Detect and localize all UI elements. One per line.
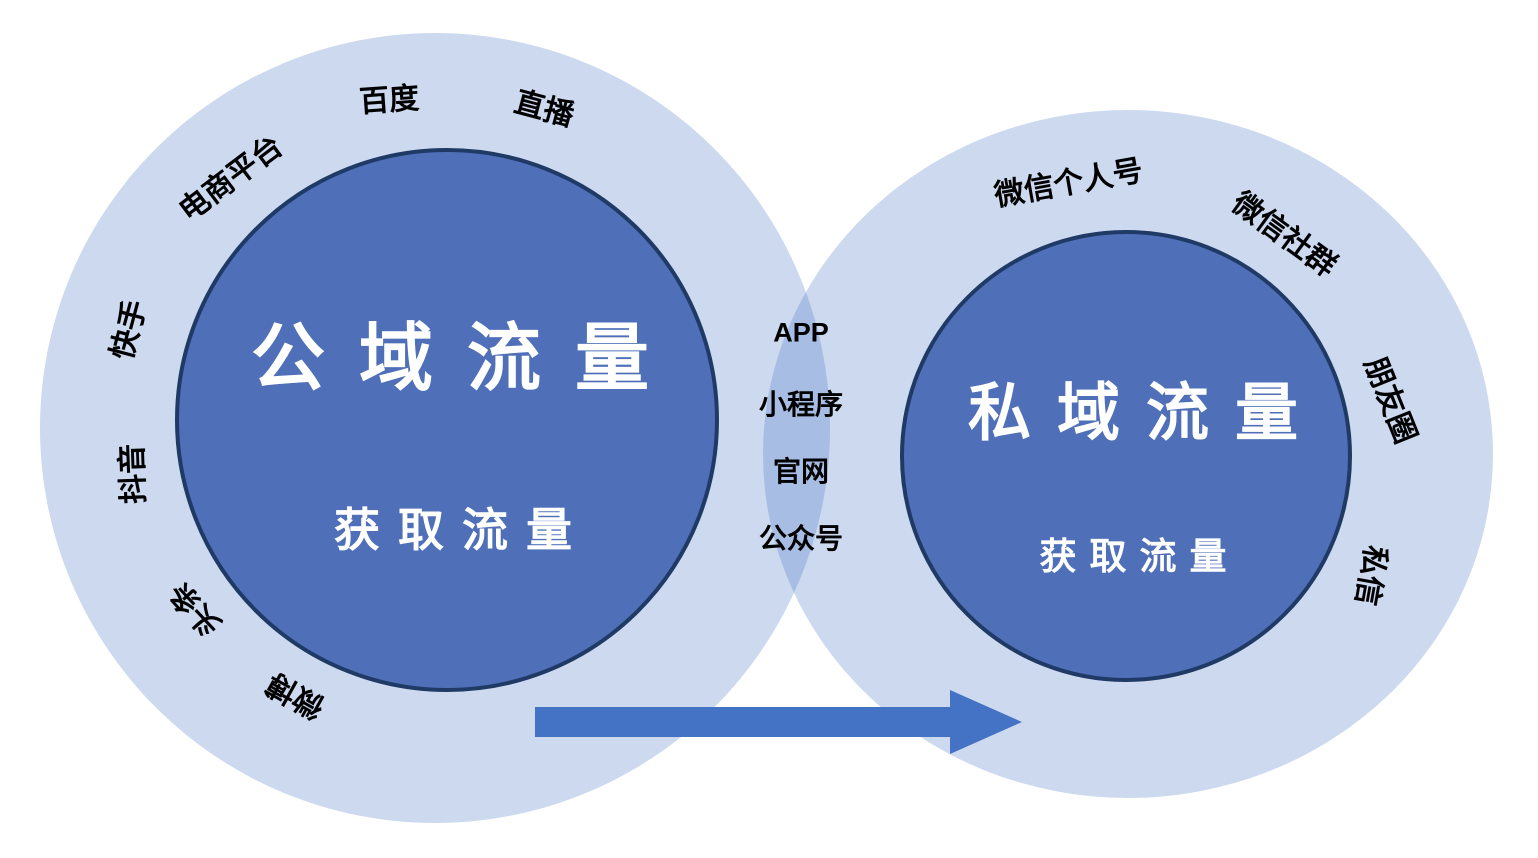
public-traffic-inner-circle: [175, 148, 719, 692]
overlap-label-website: 官网: [772, 456, 830, 487]
private-traffic-title: 私域流量: [968, 378, 1324, 449]
overlap-label-miniprogram: 小程序: [758, 389, 844, 420]
overlap-label-official-account: 公众号: [758, 523, 844, 554]
public-traffic-subtitle: 获取流量: [334, 504, 590, 556]
public-traffic-title: 公域流量: [251, 316, 683, 400]
private-traffic-inner-circle: [900, 230, 1352, 682]
overlap-label-app: APP: [773, 317, 829, 348]
private-traffic-subtitle: 获取流量: [1039, 536, 1240, 577]
